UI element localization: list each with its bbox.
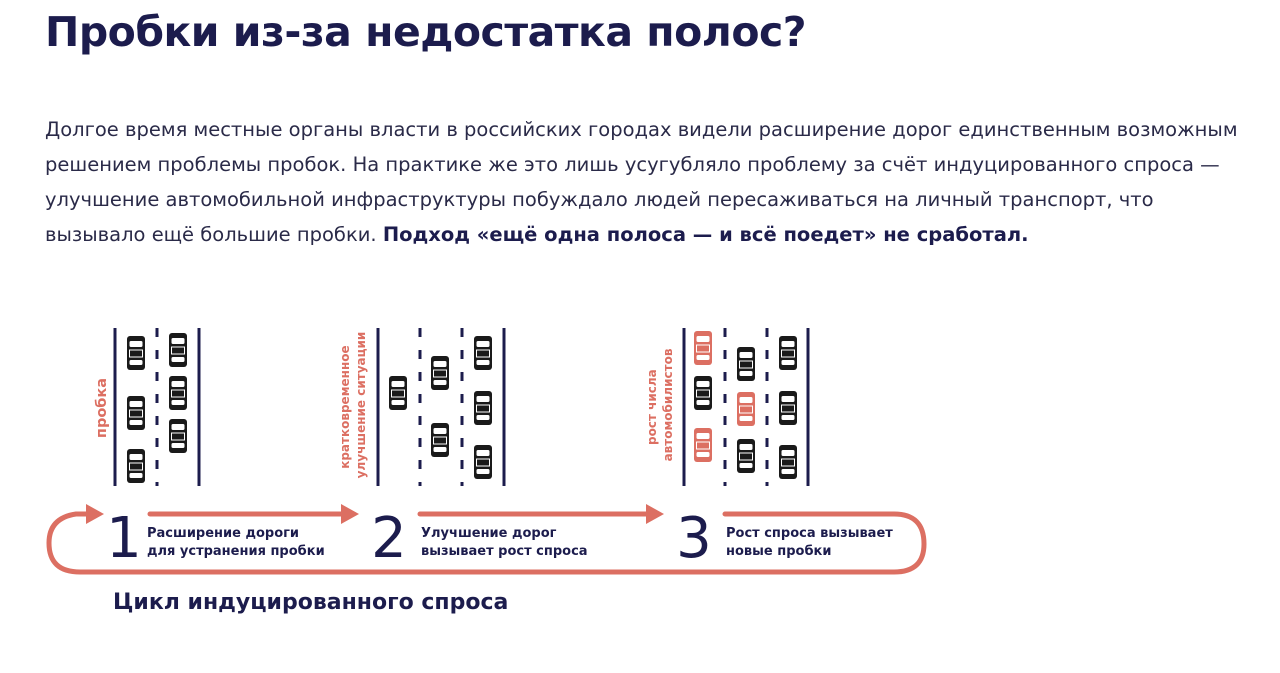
side-label-line: автомобилистов [661,348,675,461]
car-icon [126,395,146,431]
intro-paragraph: Долгое время местные органы власти в рос… [45,112,1260,252]
arrow-heads [86,504,664,524]
induced-demand-diagram: пробка кратковременное улучшение ситуаци… [46,328,927,575]
car-icon [473,390,493,426]
car-icon [168,418,188,454]
stage-label-line: Улучшение дорог [421,526,557,541]
stage-label-2: Улучшение дорог вызывает рост спроса [421,526,588,559]
car-icon [430,355,450,391]
stage-label-line: Расширение дороги [147,526,299,541]
car-icon [473,444,493,480]
side-label-stage-1: пробка [94,378,110,438]
arrow-head-icon [86,504,104,524]
side-label-line: кратковременное [338,345,352,468]
car-icon-red [693,427,713,463]
stage-label-line: для устранения пробки [147,544,325,559]
car-icon-red [693,330,713,366]
car-icon [168,375,188,411]
car-icon [778,335,798,371]
car-icon [168,332,188,368]
car-icon [388,375,408,411]
car-icon [126,448,146,484]
side-label-stage-3: рост числа автомобилистов [645,348,675,461]
car-icon [736,346,756,382]
car-icon [126,335,146,371]
stage-label-line: вызывает рост спроса [421,544,588,559]
return-loop-arrow [46,511,927,575]
car-icon [778,390,798,426]
arrow-head-icon [341,504,359,524]
car-icon [473,335,493,371]
page-title: Пробки из-за недостатка полос? [45,8,807,56]
car-icon [778,444,798,480]
side-label-line: рост числа [645,369,659,445]
stage-label-3: Рост спроса вызывает новые пробки [726,526,897,559]
stage-number-2: 2 [371,506,407,571]
arrow-head-icon [646,504,664,524]
side-label-stage-2: кратковременное улучшение ситуации [338,332,368,479]
intro-bold-text: Подход «ещё одна полоса — и всё поедет» … [382,223,1029,246]
stage-label-line: Рост спроса вызывает [726,526,893,541]
intro-text: Долгое время местные органы власти в рос… [45,118,1238,246]
car-icon [693,375,713,411]
stage-number-1: 1 [106,506,142,571]
road-stage-3 [682,328,810,486]
road-stage-1 [113,328,201,486]
stage-label-line: новые пробки [726,544,831,559]
stage-label-1: Расширение дороги для устранения пробки [147,526,325,559]
side-label-line: пробка [94,378,110,438]
road-stage-2 [376,328,506,486]
car-icon-red [736,391,756,427]
car-icon [430,422,450,458]
side-label-line: улучшение ситуации [354,332,368,479]
cycle-arrows [46,511,927,575]
car-icon [736,438,756,474]
diagram-caption: Цикл индуцированного спроса [113,590,509,615]
stage-number-3: 3 [676,506,712,571]
